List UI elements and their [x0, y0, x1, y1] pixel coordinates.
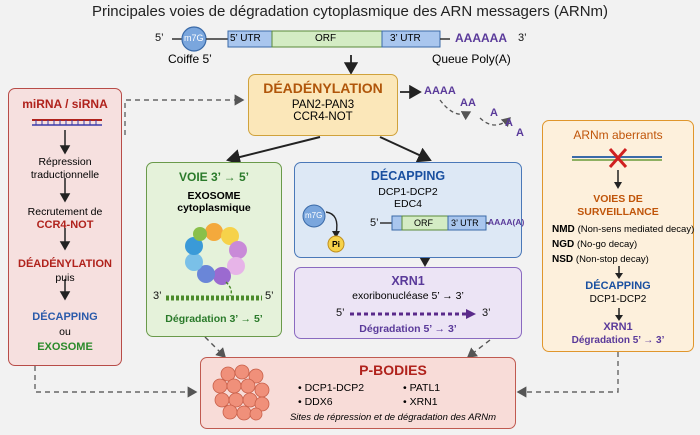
- mirna-step3b: puis: [55, 272, 75, 284]
- xrn1-title: XRN1: [391, 274, 425, 288]
- aberrant-xrn: XRN1: [603, 321, 633, 333]
- polya-remnant-5: A: [516, 127, 524, 139]
- aberrant-graphic: [572, 148, 662, 189]
- deadenylation-title: DÉADÉNYLATION: [263, 80, 383, 96]
- decapping-title: DÉCAPPING: [370, 169, 446, 183]
- aberrant-nmd: NMD (Non-sens mediated decay): [552, 224, 695, 235]
- decapping-five: 5’: [370, 217, 379, 229]
- aberrant-surv1: VOIES DE: [593, 193, 643, 205]
- mirna-step4b: ou: [59, 326, 71, 338]
- arrow-voie35-to-pbodies: [204, 336, 226, 358]
- mrna-strand: [172, 26, 450, 52]
- xrn1-strand: [350, 309, 476, 319]
- mirna-title: miRNA / siRNA: [22, 97, 108, 111]
- polya-remnant-2: AA: [460, 97, 476, 109]
- aberrant-surv2: SURVEILLANCE: [577, 206, 659, 218]
- polya-tail: AAAAAA: [455, 31, 507, 45]
- pbodies-cluster-graphic: [212, 364, 270, 421]
- decapping-utr3: 3’ UTR: [451, 218, 479, 228]
- deadenylation-line1: PAN2-PAN3: [291, 99, 355, 111]
- mirna-step2: Recrutement de: [27, 206, 103, 218]
- polya-remnant-3: A: [490, 107, 498, 119]
- decapping-line1: DCP1-DCP2: [378, 186, 438, 198]
- pbodies-item2: • DDX6: [298, 396, 333, 408]
- pbodies-title: P-BODIES: [359, 362, 427, 378]
- xrn1-sub: exoribonucléase 5’ → 3’: [352, 290, 464, 302]
- decapping-orf: ORF: [414, 218, 433, 228]
- aberrant-arrows: [615, 266, 623, 321]
- cap-label: Coiffe 5’: [168, 52, 212, 66]
- pbodies-item3: • PATL1: [403, 382, 441, 394]
- arrow-xrn1-to-pbodies: [466, 339, 491, 358]
- mrna-three-prime: 3’: [518, 32, 527, 44]
- mrna-five-prime: 5’: [155, 32, 164, 44]
- voie35-box: VOIE 3’ → 5’ EXOSOME cytoplasmique: [146, 162, 282, 337]
- pbodies-item4: • XRN1: [403, 396, 438, 408]
- diagram-title: Principales voies de dégradation cytopla…: [91, 3, 609, 20]
- arrow-aberrant-to-pbodies: [516, 352, 619, 398]
- mirna-flow-graphic: [32, 119, 102, 301]
- cap-m7g: m7G: [184, 33, 204, 43]
- decapping-tail: AAAA(A): [488, 217, 525, 227]
- arrow-to-decapping: [379, 136, 432, 163]
- xrn1-three: 3’: [482, 307, 491, 319]
- mirna-step4: DÉCAPPING: [32, 311, 98, 323]
- xrn1-box: XRN1 exoribonucléase 5’ → 3’: [294, 267, 522, 339]
- deadenylation-box: DÉADÉNYLATION PAN2-PAN3 CCR4-NOT: [248, 74, 398, 136]
- arrow-to-voie35: [226, 136, 321, 165]
- voie35-sub1: EXOSOME: [187, 190, 241, 202]
- aberrant-xrn-sub: Dégradation 5’ → 3’: [571, 335, 665, 346]
- xrn1-result: Dégradation 5’ → 3’: [359, 323, 457, 335]
- aberrant-decap: DÉCAPPING: [585, 280, 651, 292]
- arrow-mirna-to-pbodies: [34, 366, 198, 398]
- mirna-step2b: CCR4-NOT: [36, 219, 94, 231]
- mirna-step3: DÉADÉNYLATION: [18, 258, 112, 270]
- polya-label: Queue Poly(A): [432, 52, 511, 66]
- xrn1-five: 5’: [336, 307, 345, 319]
- decapping-pi: Pi: [332, 239, 341, 249]
- polya-loss-curve-2: [479, 117, 511, 128]
- mirna-step5: EXOSOME: [37, 341, 93, 353]
- voie35-result: Dégradation 3’ → 5’: [165, 313, 263, 325]
- polya-remnant-4: A: [505, 117, 513, 129]
- mirna-step1b: traductionnelle: [30, 169, 100, 181]
- decapping-cap: m7G: [305, 211, 323, 220]
- voie35-sub2: cytoplasmique: [177, 202, 251, 214]
- aberrant-ngd: NGD (No-go decay): [552, 239, 638, 250]
- aberrant-decap-sub: DCP1-DCP2: [589, 294, 647, 305]
- pbodies-caption: Sites de répression et de dégradation de…: [289, 412, 497, 423]
- mirna-step1: Répression: [38, 156, 92, 168]
- arrow-mirna-to-deadenylation: [124, 94, 245, 135]
- utr5-label: 5’ UTR: [230, 33, 261, 44]
- exosome-ring-graphic: [185, 223, 247, 297]
- voie35-end3: 3’: [153, 290, 162, 302]
- polya-loss-curve: [439, 99, 472, 121]
- utr3-label: 3’ UTR: [390, 33, 421, 44]
- aberrant-nsd: NSD (Non-stop decay): [552, 254, 649, 265]
- voie35-title: VOIE 3’ → 5’: [178, 170, 250, 184]
- pbodies-item1: • DCP1-DCP2: [298, 382, 365, 394]
- voie35-end5: 5’: [265, 290, 274, 302]
- voie35-strand: [166, 295, 262, 301]
- aberrant-title: ARNm aberrants: [573, 128, 663, 142]
- decapping-graphic: [302, 204, 490, 253]
- decapping-line2: EDC4: [393, 198, 422, 210]
- deadenylation-line2: CCR4-NOT: [293, 111, 353, 123]
- orf-label: ORF: [315, 33, 337, 44]
- polya-remnant-1: AAAA: [424, 85, 456, 97]
